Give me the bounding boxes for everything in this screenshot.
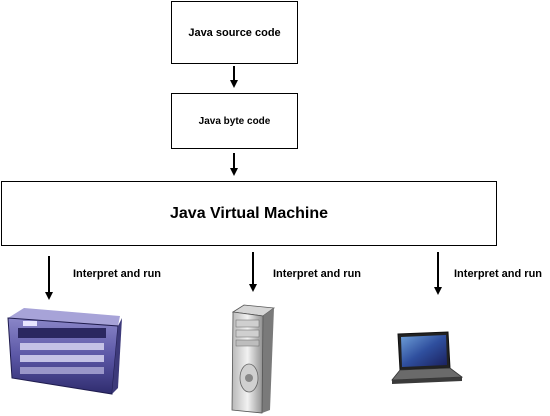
desktop-tower-icon: [231, 304, 276, 414]
interpret-and-run-label-right: Interpret and run: [454, 268, 543, 280]
java-byte-code-box: Java byte code: [171, 93, 298, 149]
java-virtual-machine-label: Java Virtual Machine: [170, 204, 328, 222]
laptop-icon: [391, 331, 464, 384]
java-byte-code-label: Java byte code: [198, 115, 271, 127]
server-icon: [7, 308, 122, 395]
java-virtual-machine-box: Java Virtual Machine: [1, 181, 497, 246]
interpret-and-run-label-center: Interpret and run: [273, 268, 362, 280]
interpret-and-run-label-left: Interpret and run: [73, 268, 162, 280]
java-source-code-label: Java source code: [188, 26, 281, 39]
java-source-code-box: Java source code: [171, 1, 298, 64]
